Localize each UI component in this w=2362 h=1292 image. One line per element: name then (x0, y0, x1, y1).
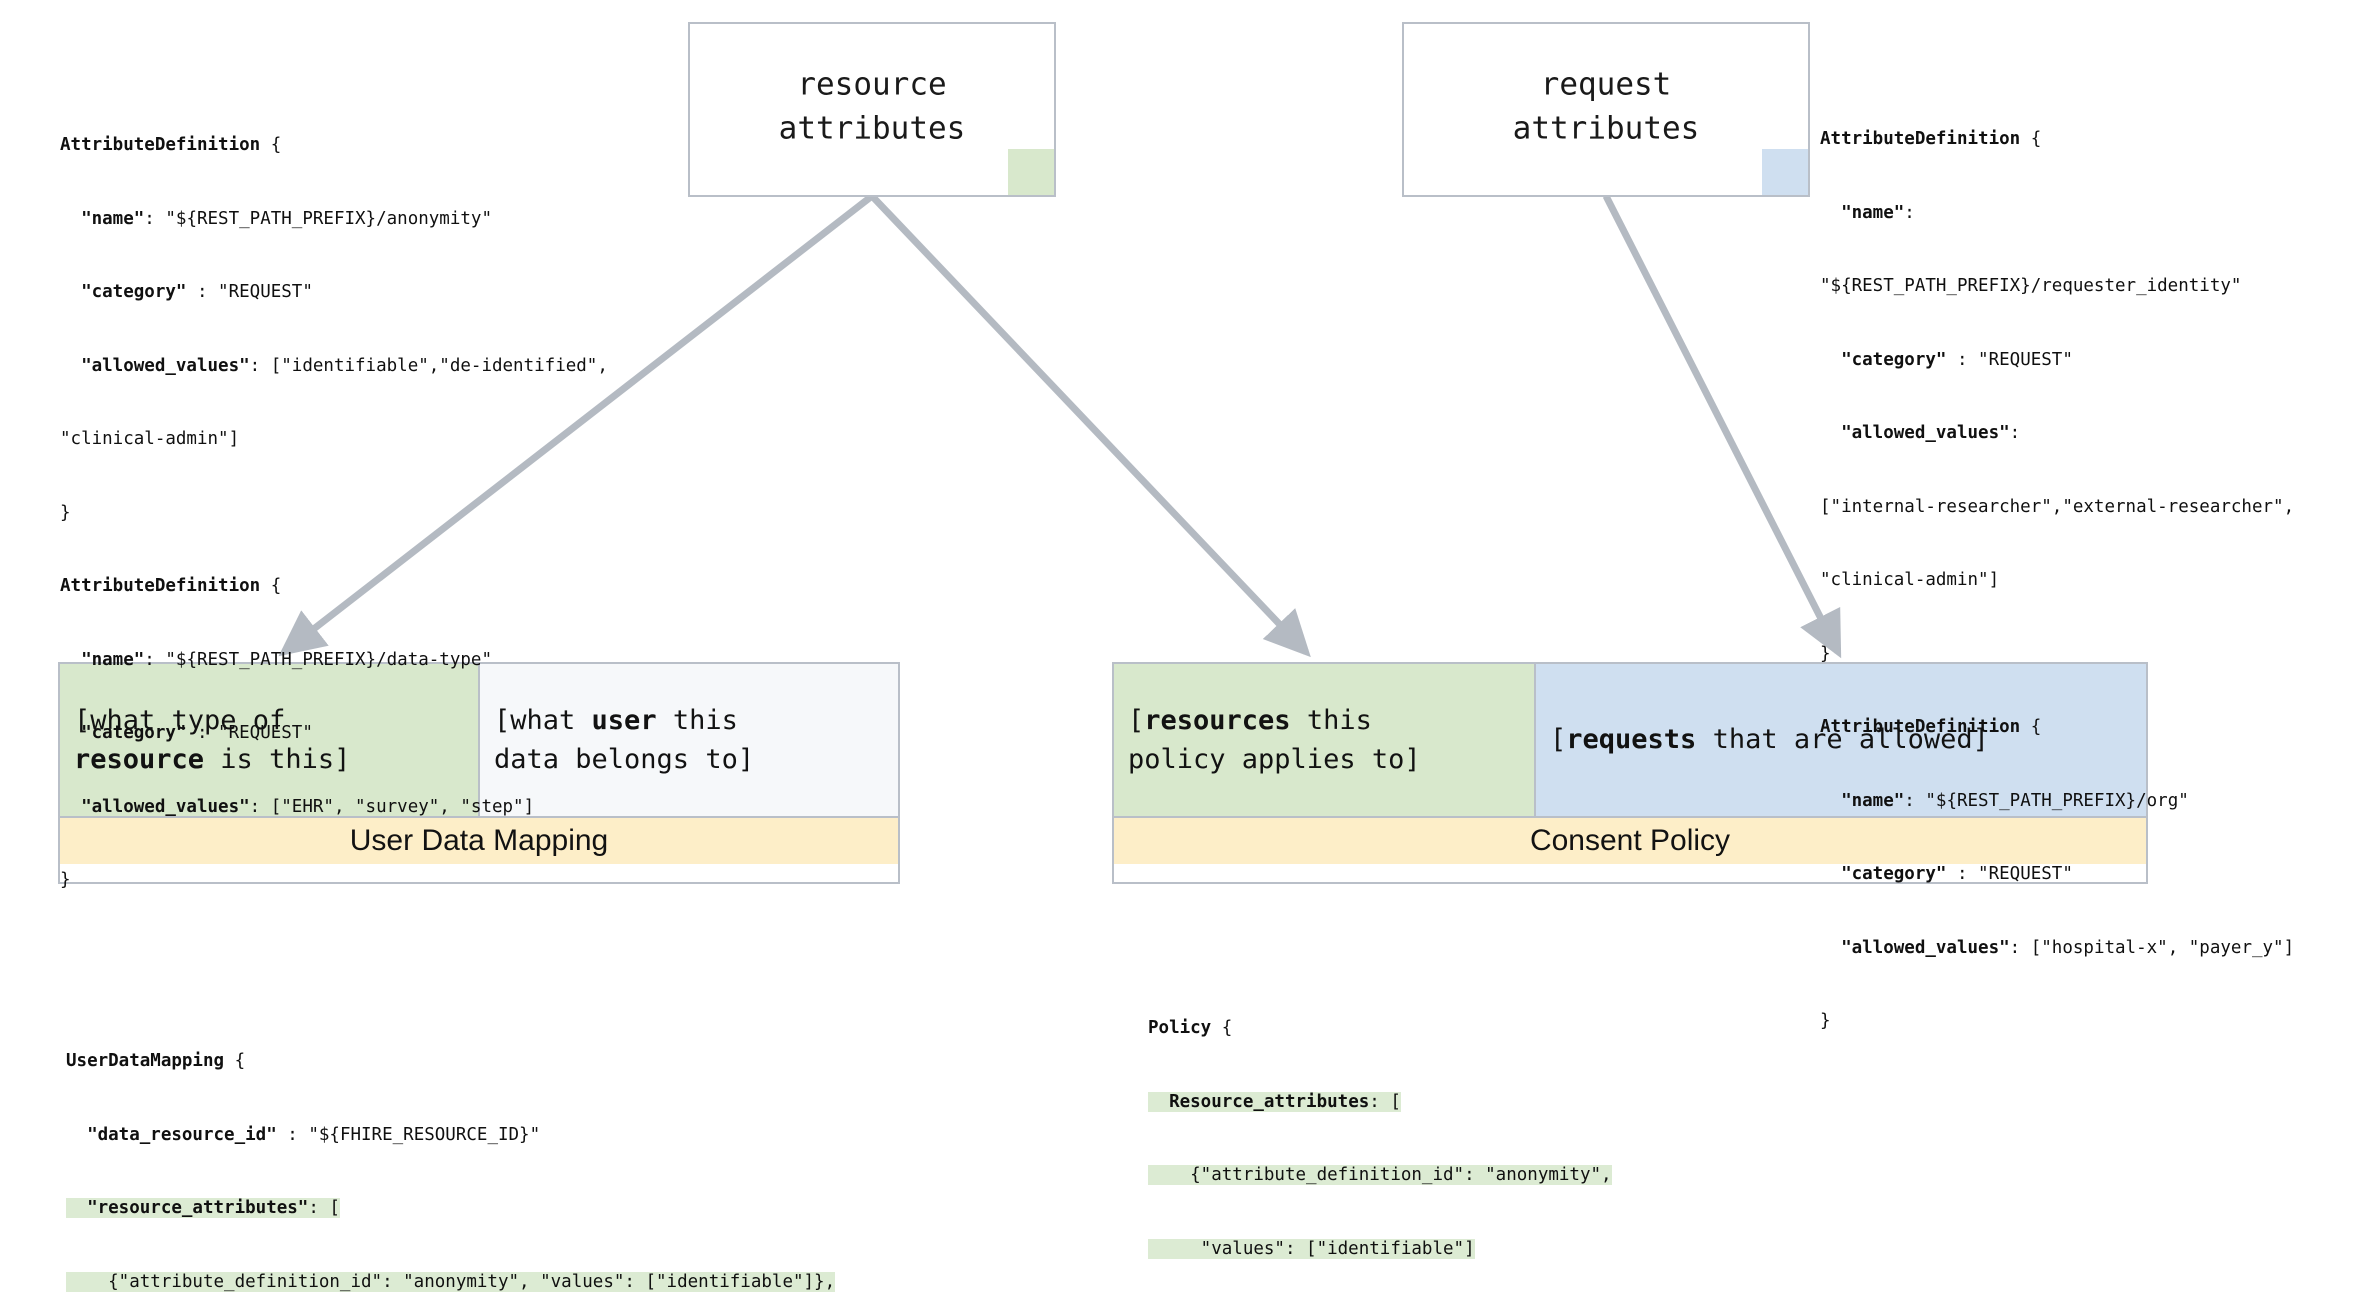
user-data-mapping-resource-text: [what type of resource is this] (74, 704, 351, 775)
consent-policy-panel[interactable]: [resources this policy applies to] [requ… (1112, 662, 2148, 884)
user-data-mapping-body: [what type of resource is this] [what us… (60, 664, 898, 816)
consent-policy-body: [resources this policy applies to] [requ… (1114, 664, 2146, 816)
blue-swatch (1762, 149, 1808, 195)
request-attributes-label: request attributes (1512, 65, 1700, 146)
resource-attribute-definitions-code: AttributeDefinition { "name": "${REST_PA… (60, 135, 608, 890)
request-attributes-box[interactable]: request attributes (1402, 22, 1810, 197)
bold-requests: requests (1566, 724, 1697, 756)
consent-policy-footer: Consent Policy (1114, 816, 2146, 864)
arrow-request-to-consent-policy (1602, 194, 1842, 659)
user-data-mapping-footer: User Data Mapping (60, 816, 898, 864)
consent-policy-requests-cell[interactable]: [requests that are allowed] (1534, 664, 2146, 816)
green-swatch (1008, 149, 1054, 195)
consent-policy-requests-text: [requests that are allowed] (1550, 724, 1989, 756)
resource-attributes-box[interactable]: resource attributes (688, 22, 1056, 197)
user-data-mapping-code: UserDataMapping { "data_resource_id" : "… (66, 1051, 836, 1292)
user-data-mapping-user-text: [what user this data belongs to] (494, 704, 755, 775)
resource-attributes-label: resource attributes (778, 65, 966, 146)
bold-resource: resource (74, 744, 205, 775)
consent-policy-resources-text: [resources this policy applies to] (1128, 704, 1421, 775)
arrow-resource-to-consent-policy (869, 193, 1311, 658)
request-attribute-definitions-code: AttributeDefinition { "name": "${REST_PA… (1820, 129, 2295, 1031)
user-data-mapping-resource-cell[interactable]: [what type of resource is this] (60, 664, 478, 816)
user-data-mapping-panel[interactable]: [what type of resource is this] [what us… (58, 662, 900, 884)
policy-code: Policy { Resource_attributes: [ {"attrib… (1148, 1018, 1612, 1259)
consent-policy-resources-cell[interactable]: [resources this policy applies to] (1114, 664, 1534, 816)
user-data-mapping-user-cell[interactable]: [what user this data belongs to] (478, 664, 898, 816)
bold-user: user (591, 704, 657, 736)
bold-resources: resources (1144, 704, 1291, 736)
